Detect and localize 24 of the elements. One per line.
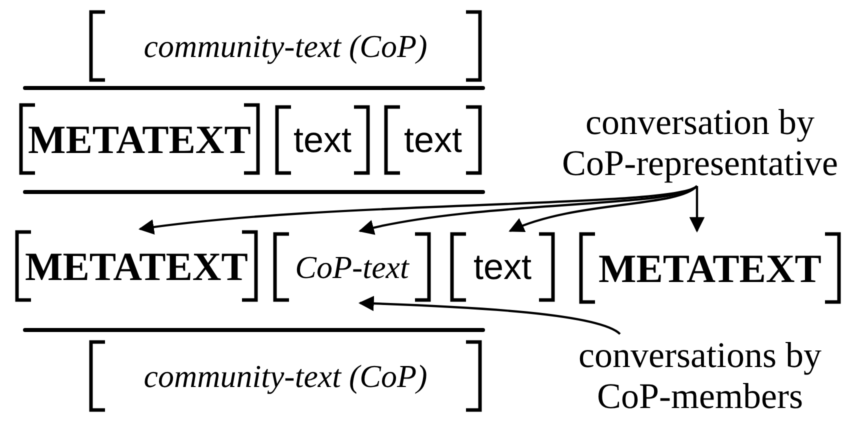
arrow [508,185,698,233]
term-label: CoP-text [295,248,409,286]
bracketed-term [18,103,261,175]
bracketed-term [88,340,483,412]
arrow [138,184,698,235]
term-label: text [473,246,532,288]
term-label: text [404,119,462,161]
term-label: METATEXT [25,242,248,290]
bracketed-term [383,105,483,175]
bracketed-term [274,105,371,175]
arrow [358,296,621,335]
arrow [689,186,705,233]
bracketed-term [449,232,556,302]
annotation-text: conversation by CoP-representative [561,102,839,184]
bracketed-term [272,232,432,302]
term-label: METATEXT [598,244,822,292]
bracketed-term [14,230,259,302]
term-label: METATEXT [28,116,251,162]
term-label: community-text (CoP) [144,358,428,394]
bracketed-term [578,232,842,304]
term-label: community-text (CoP) [144,28,428,64]
annotation-text: conversations by CoP-members [578,334,822,418]
term-label: text [293,119,352,161]
bracketed-term [88,10,483,82]
